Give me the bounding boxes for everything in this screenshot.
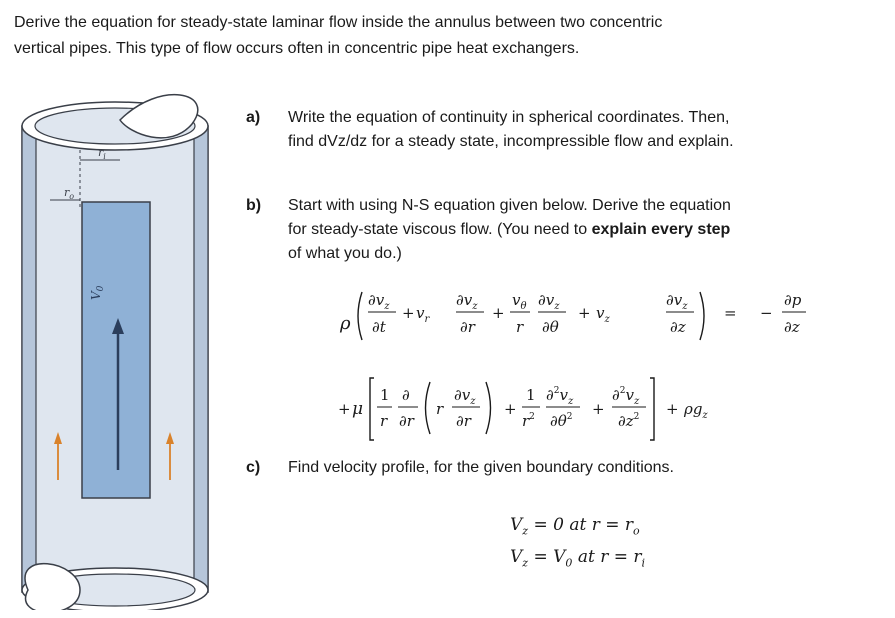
top-loop xyxy=(119,93,199,139)
eq-plus-4: + xyxy=(338,400,351,418)
eq-vtheta: vθ xyxy=(512,291,527,312)
boundary-conditions: Vz = 0 at r = ro Vz = V0 at r = ri xyxy=(510,512,645,577)
flow-arrow-left-head xyxy=(54,432,62,444)
part-c: c) Find velocity profile, for the given … xyxy=(246,456,895,482)
eq-dt: ∂t xyxy=(372,318,387,336)
eq-r-2: r xyxy=(436,400,444,418)
part-a: a) Write the equation of continuity in s… xyxy=(246,106,895,158)
intro-line-1: Derive the equation for steady-state lam… xyxy=(14,14,663,31)
outer-wall-right xyxy=(193,125,209,593)
part-c-label: c) xyxy=(246,459,261,476)
eq-r-den: r xyxy=(516,318,524,336)
part-a-line-1: Write the equation of continuity in sphe… xyxy=(288,109,730,126)
eq-dr-3: ∂r xyxy=(456,412,472,430)
eq-dz-2: ∂z xyxy=(784,318,800,336)
eq-partial-1: ∂ xyxy=(402,386,410,404)
part-b: b) Start with using N-S equation given b… xyxy=(246,194,895,270)
flow-arrow-right-head xyxy=(166,432,174,444)
inner-pipe xyxy=(81,201,151,499)
part-c-line-1: Find velocity profile, for the given bou… xyxy=(288,459,674,476)
part-b-emphasis: explain every step xyxy=(591,221,731,238)
bottom-loop xyxy=(24,562,81,610)
eq-rho: ρ xyxy=(339,313,351,334)
eq-inner-right-paren xyxy=(485,381,492,435)
eq-dvz-5: ∂vz xyxy=(454,386,476,407)
eq-plus-1: + xyxy=(402,304,415,322)
eq-left-bracket xyxy=(369,377,374,441)
problem-intro: Derive the equation for steady-state lam… xyxy=(14,10,894,62)
eq-left-paren xyxy=(357,291,363,341)
eq-rho-gz: ρgz xyxy=(683,400,708,421)
eq-dtheta2: ∂θ2 xyxy=(550,412,573,430)
label-ro: ro xyxy=(64,186,74,201)
part-a-line-2: find dVz/dz for a steady state, incompre… xyxy=(288,133,734,150)
eq-vr: vr xyxy=(416,304,430,325)
eq-plus-3: + xyxy=(578,304,591,322)
part-b-label: b) xyxy=(246,197,262,214)
eq-vz: vz xyxy=(596,304,610,325)
eq-dz-1: ∂z xyxy=(670,318,686,336)
eq-r2: r2 xyxy=(522,412,535,430)
eq-plus-6: + xyxy=(592,400,605,418)
part-b-line-1: Start with using N-S equation given belo… xyxy=(288,197,731,214)
eq-plus-7: + xyxy=(666,400,679,418)
eq-inner-left-paren xyxy=(424,381,431,435)
eq-dvz-1: ∂vz xyxy=(368,291,390,312)
eq-plus-5: + xyxy=(504,400,517,418)
eq-plus-2: + xyxy=(492,304,505,322)
part-b-line-3: of what you do.) xyxy=(288,245,402,262)
eq-dz2: ∂z2 xyxy=(618,412,639,430)
label-v0: V0 xyxy=(89,285,106,300)
eq-one-2: 1 xyxy=(526,386,536,404)
eq-dvz-3: ∂vz xyxy=(538,291,560,312)
eq-equals: = xyxy=(724,304,737,322)
eq-right-bracket xyxy=(650,377,655,441)
v0-arrow-head xyxy=(112,318,124,334)
eq-minus-1: − xyxy=(760,304,773,322)
eq-dvz-4: ∂vz xyxy=(666,291,688,312)
eq-one-1: 1 xyxy=(380,386,390,404)
eq-mu: μ xyxy=(352,399,363,419)
eq-r-1: r xyxy=(380,412,388,430)
label-ri: ri xyxy=(98,146,106,161)
eq-dr: ∂r xyxy=(460,318,476,336)
eq-d2vz-2: ∂2vz xyxy=(612,386,640,407)
eq-dr-2: ∂r xyxy=(399,412,415,430)
bc-2: Vz = V0 at r = ri xyxy=(510,547,646,570)
outer-wall-left xyxy=(21,125,37,593)
eq-d2vz-1: ∂2vz xyxy=(546,386,574,407)
part-b-line-2: for steady-state viscous flow. (You need… xyxy=(288,218,731,242)
bc-1: Vz = 0 at r = ro xyxy=(510,515,640,538)
eq-right-paren xyxy=(699,291,705,341)
part-b-line-2-text: for steady-state viscous flow. (You need… xyxy=(288,221,592,238)
eq-dp: ∂p xyxy=(784,291,802,309)
eq-dvz-2: ∂vz xyxy=(456,291,478,312)
eq-dtheta: ∂θ xyxy=(542,318,559,336)
intro-line-2: vertical pipes. This type of flow occurs… xyxy=(14,40,580,57)
part-a-label: a) xyxy=(246,109,261,126)
concentric-pipe-figure: ri ro V0 xyxy=(21,93,209,610)
